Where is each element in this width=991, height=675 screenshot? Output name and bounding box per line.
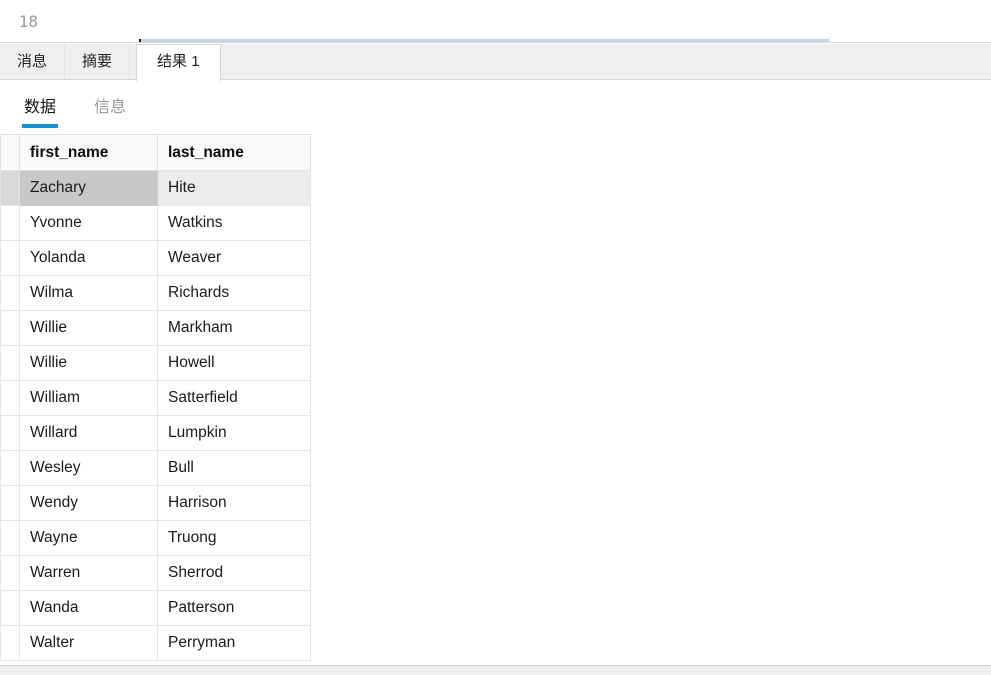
cell-last_name[interactable]: Bull	[157, 450, 311, 486]
bottom-scrollbar-track[interactable]	[0, 666, 991, 675]
row-selector-gutter[interactable]	[0, 625, 20, 661]
row-selector-gutter[interactable]	[0, 205, 20, 241]
row-selector-gutter[interactable]	[0, 415, 20, 451]
sql-editor[interactable]: 18 19 select first_name,last_name FROM c…	[0, 0, 991, 43]
cell-first_name[interactable]: Yolanda	[19, 240, 158, 276]
sql-plain-token	[418, 42, 428, 43]
row-selector-gutter[interactable]	[0, 485, 20, 521]
cell-last_name[interactable]: Weaver	[157, 240, 311, 276]
cell-first_name[interactable]: Willie	[19, 310, 158, 346]
cell-first_name[interactable]: Wayne	[19, 520, 158, 556]
editor-line-20: 20	[0, 37, 991, 42]
cell-last_name[interactable]: Perryman	[157, 625, 311, 661]
row-selector-gutter[interactable]	[0, 520, 20, 556]
row-selector-gutter[interactable]	[0, 240, 20, 276]
cell-last_name[interactable]: Hite	[157, 170, 311, 206]
cell-first_name[interactable]: Yvonne	[19, 205, 158, 241]
row-selector-gutter[interactable]	[0, 345, 20, 381]
sql-plain-token: ;	[817, 42, 827, 43]
sql-plain-token: first_name	[664, 42, 766, 43]
cell-first_name[interactable]: William	[19, 380, 158, 416]
cell-last_name[interactable]: Patterson	[157, 590, 311, 626]
subtab-info[interactable]: 信息	[94, 99, 127, 116]
sql-keyword-token: by	[633, 42, 653, 43]
subtab-data[interactable]: 数据	[22, 93, 59, 128]
editor-line-18: 18	[0, 0, 991, 31]
cell-last_name[interactable]: Richards	[157, 275, 311, 311]
row-selector-gutter[interactable]	[0, 380, 20, 416]
cell-first_name[interactable]: Zachary	[19, 170, 158, 206]
row-selector-gutter[interactable]	[0, 170, 20, 206]
cell-first_name[interactable]: Wanda	[19, 590, 158, 626]
cell-first_name[interactable]: Walter	[19, 625, 158, 661]
row-selector-gutter[interactable]	[0, 310, 20, 346]
cell-last_name[interactable]: Truong	[157, 520, 311, 556]
editor-line-19: 19 select first_name,last_name FROM cust…	[0, 7, 991, 42]
column-header-first-name[interactable]: first_name	[19, 134, 158, 171]
sql-plain-token	[469, 42, 479, 43]
sql-plain-token	[766, 42, 776, 43]
sql-keyword-token: order	[571, 42, 622, 43]
cell-last_name[interactable]: Harrison	[157, 485, 311, 521]
row-selector-gutter[interactable]	[0, 450, 20, 486]
cell-last_name[interactable]: Howell	[157, 345, 311, 381]
sql-keyword-token: desc	[776, 42, 817, 43]
sql-plain-token: first_name,last_name	[213, 42, 418, 43]
line-number-18: 18	[18, 12, 38, 31]
tab-messages[interactable]: 消息	[0, 44, 66, 79]
row-selector-header[interactable]	[0, 134, 20, 171]
sql-plain-token	[203, 42, 213, 43]
cell-last_name[interactable]: Sherrod	[157, 555, 311, 591]
cell-first_name[interactable]: Wesley	[19, 450, 158, 486]
tab-summary[interactable]: 摘要	[65, 44, 131, 79]
sql-plain-token	[653, 42, 663, 43]
sql-selected-text[interactable]: select first_name,last_name FROM custome…	[139, 39, 830, 43]
cell-first_name[interactable]: Warren	[19, 555, 158, 591]
cell-first_name[interactable]: Willie	[19, 345, 158, 381]
result-sub-tab-bar: 数据 信息	[0, 80, 991, 134]
row-selector-gutter[interactable]	[0, 555, 20, 591]
result-tab-bar: 消息 摘要 结果 1	[0, 44, 991, 81]
bottom-divider	[0, 665, 991, 666]
cell-last_name[interactable]: Lumpkin	[157, 415, 311, 451]
tab-result-1[interactable]: 结果 1	[136, 44, 221, 81]
sql-plain-token: customer	[479, 42, 561, 43]
row-selector-gutter[interactable]	[0, 590, 20, 626]
sql-plain-token	[623, 42, 633, 43]
cell-first_name[interactable]: Willard	[19, 415, 158, 451]
header-row: first_name last_name	[0, 134, 311, 171]
cell-first_name[interactable]: Wendy	[19, 485, 158, 521]
cell-last_name[interactable]: Watkins	[157, 205, 311, 241]
column-header-last-name[interactable]: last_name	[157, 134, 311, 171]
sql-keyword-token: FROM	[428, 42, 469, 43]
row-selector-gutter[interactable]	[0, 275, 20, 311]
cell-last_name[interactable]: Markham	[157, 310, 311, 346]
cell-last_name[interactable]: Satterfield	[157, 380, 311, 416]
cell-first_name[interactable]: Wilma	[19, 275, 158, 311]
sql-keyword-token: select	[141, 42, 202, 43]
sql-plain-token	[561, 42, 571, 43]
